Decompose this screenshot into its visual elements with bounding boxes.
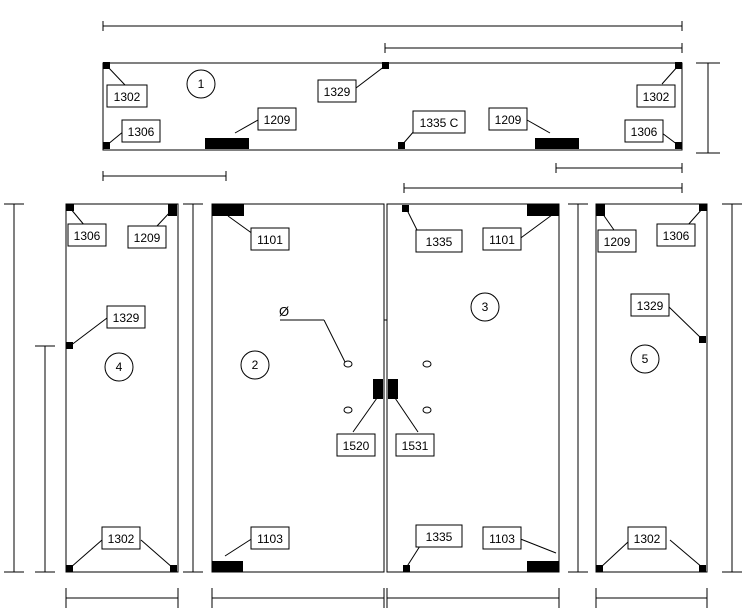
fitting-1306-p5 (699, 204, 707, 211)
handle-holes (343, 360, 432, 414)
fitting-1306-bl (103, 142, 110, 149)
panel-4-sidelight-left (65, 203, 179, 573)
tag-1306-transom-left: 1306 (128, 125, 155, 139)
tag-1520-handle: 1520 (343, 439, 370, 453)
panel-number-1: 1 (198, 77, 205, 91)
fitting-1101-p2 (212, 204, 244, 216)
tag-1209-transom-left: 1209 (264, 113, 291, 127)
diameter-symbol: Ø (279, 304, 289, 319)
handle-1531 (388, 379, 398, 399)
tag-1335-panel3-top: 1335 (426, 235, 453, 249)
fitting-1302-tl (103, 62, 110, 69)
fitting-1329-p5 (699, 336, 706, 343)
tag-1302-panel4: 1302 (108, 532, 135, 546)
panel-3-door-right (386, 203, 560, 573)
tag-1329-panel4: 1329 (113, 311, 140, 325)
tag-1209-transom-right: 1209 (495, 113, 522, 127)
fitting-1101-p3 (527, 204, 559, 216)
fitting-1209-right (535, 138, 579, 149)
fitting-1306-br (675, 142, 682, 149)
tag-1306-panel5: 1306 (663, 229, 690, 243)
fitting-1302-p4-right (170, 565, 177, 572)
tag-1335-panel3-bottom: 1335 (426, 530, 453, 544)
tag-1103-panel2: 1103 (257, 532, 283, 546)
tag-1329-panel5: 1329 (637, 299, 664, 313)
panel-2-door-left (211, 203, 385, 573)
tag-1302-panel5: 1302 (634, 532, 661, 546)
fitting-1103-p3 (527, 561, 559, 572)
tag-1209-panel5: 1209 (604, 235, 631, 249)
fitting-1209-left (205, 138, 249, 149)
panel-number-4: 4 (116, 360, 123, 374)
fitting-1329-p4 (66, 342, 73, 349)
tag-1335c-transom: 1335 C (420, 116, 459, 130)
fitting-1302-tr (675, 62, 682, 69)
tag-1329-transom: 1329 (324, 85, 351, 99)
panel-number-2: 2 (252, 358, 259, 372)
tag-1306-panel4: 1306 (74, 229, 101, 243)
fitting-1209-p4 (168, 204, 177, 216)
fitting-1329-top (382, 62, 389, 69)
tag-1531-handle: 1531 (402, 439, 429, 453)
fitting-1335-p3-top (402, 205, 409, 212)
handle-1520 (373, 379, 383, 399)
fitting-1335c (398, 142, 405, 149)
panel-number-5: 5 (642, 352, 649, 366)
panel-5-sidelight-right (595, 203, 708, 573)
tag-1209-panel4: 1209 (134, 231, 161, 245)
tag-1302-transom-right: 1302 (643, 90, 670, 104)
fitting-1302-p4-left (66, 565, 73, 572)
tag-1101-panel3: 1101 (489, 233, 515, 247)
tag-1101-panel2: 1101 (257, 233, 283, 247)
fitting-1302-p5-right (699, 565, 706, 572)
tag-1302-transom-left: 1302 (114, 90, 141, 104)
fitting-1335-p3-bottom (403, 565, 410, 572)
fitting-1306-p4 (66, 204, 74, 211)
fitting-1103-p2 (212, 561, 243, 572)
fitting-1302-p5-left (596, 565, 603, 572)
tag-1103-panel3: 1103 (489, 532, 515, 546)
tag-1306-transom-right: 1306 (631, 125, 658, 139)
panel-number-3: 3 (482, 300, 489, 314)
leader-lines (69, 65, 704, 569)
